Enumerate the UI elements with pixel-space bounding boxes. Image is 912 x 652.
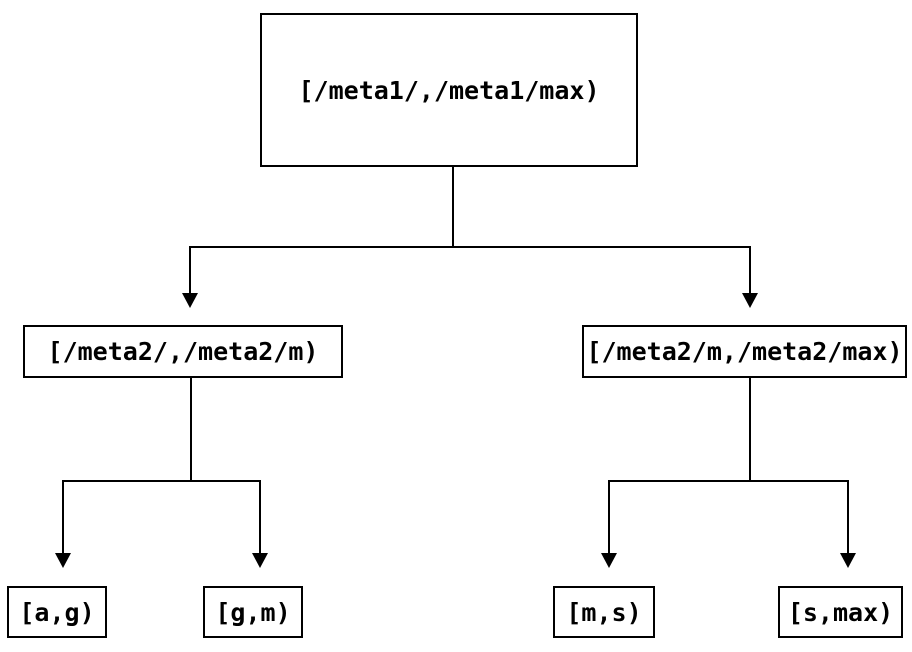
edge-right-leftleaf: [601, 480, 617, 568]
node-label: [a,g): [19, 597, 95, 627]
edge-right-rightleaf: [840, 480, 856, 568]
node-label: [/meta2/m,/meta2/max): [586, 337, 903, 366]
edge-right-stem: [609, 378, 848, 482]
node-left-range: [/meta2/,/meta2/m): [23, 325, 343, 378]
node-label: [g,m): [215, 597, 291, 627]
edge-root-stem: [190, 167, 750, 248]
arrowhead-down-icon: [182, 293, 198, 308]
arrowhead-down-icon: [252, 553, 268, 568]
node-leaf-a-g: [a,g): [7, 586, 107, 638]
edge-root-right: [742, 246, 758, 308]
edge-root-left: [182, 246, 198, 308]
node-label: [/meta1/,/meta1/max): [298, 75, 600, 105]
arrowhead-down-icon: [840, 553, 856, 568]
edge-left-leftleaf: [55, 480, 71, 568]
node-right-range: [/meta2/m,/meta2/max): [582, 325, 907, 378]
arrowhead-down-icon: [55, 553, 71, 568]
node-label: [s,max): [787, 597, 894, 627]
edge-left-rightleaf: [252, 480, 268, 568]
arrowhead-down-icon: [742, 293, 758, 308]
arrowhead-down-icon: [601, 553, 617, 568]
node-label: [m,s): [566, 597, 642, 627]
edge-left-stem: [63, 378, 260, 482]
node-leaf-g-m: [g,m): [203, 586, 303, 638]
node-root-range: [/meta1/,/meta1/max): [260, 13, 638, 167]
node-label: [/meta2/,/meta2/m): [47, 337, 319, 366]
node-leaf-s-max: [s,max): [778, 586, 903, 638]
node-leaf-m-s: [m,s): [553, 586, 655, 638]
